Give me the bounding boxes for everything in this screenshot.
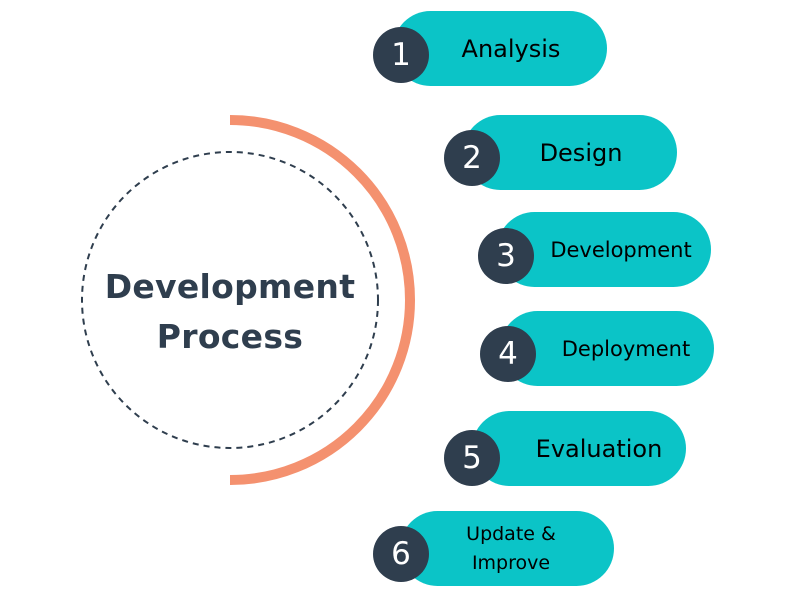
diagram-title: Development Process: [80, 262, 380, 362]
step-label-line-2: Improve: [471, 551, 551, 574]
step-label: Development: [550, 237, 692, 262]
step-label: Design: [539, 138, 623, 167]
step-pill: Update & Improve: [400, 511, 614, 586]
step-label-line-1: Update &: [466, 522, 556, 545]
step-number-badge: 1: [373, 27, 429, 83]
step-pill: Analysis: [393, 11, 607, 86]
step-number-badge: 6: [373, 526, 429, 582]
step-label: Deployment: [561, 336, 691, 361]
step-number-badge: 2: [444, 130, 500, 186]
title-line-1: Development: [104, 267, 356, 306]
orange-arc: [229, 115, 415, 485]
step-number-badge: 3: [478, 228, 534, 284]
step-pill: Evaluation: [472, 411, 686, 486]
step-label: Analysis: [461, 34, 561, 63]
step-number-badge: 5: [444, 430, 500, 486]
step-pill: Deployment: [500, 311, 714, 386]
step-label: Evaluation: [535, 434, 663, 463]
title-line-2: Process: [156, 317, 304, 356]
dashed-circle: [81, 151, 379, 449]
step-number-badge: 4: [480, 326, 536, 382]
